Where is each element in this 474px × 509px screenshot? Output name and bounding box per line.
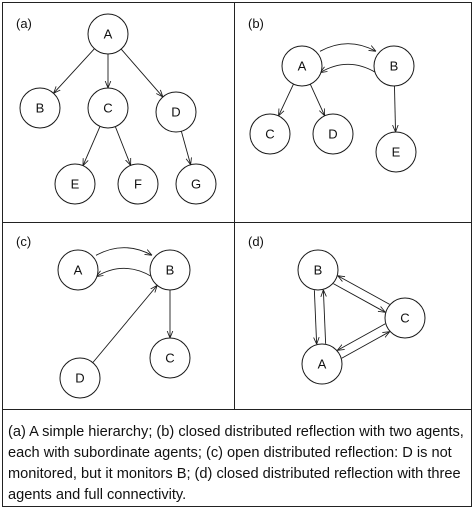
node-d-a: A <box>301 343 343 385</box>
node-circle <box>175 163 217 205</box>
node-circle <box>155 91 197 133</box>
panel-label-c: (c) <box>16 234 31 249</box>
node-circle <box>249 113 291 155</box>
node-label: C <box>103 101 112 116</box>
node-label: A <box>298 59 307 74</box>
node-circle <box>59 357 101 399</box>
panel-label-b: (b) <box>248 16 264 31</box>
node-b-d: D <box>312 113 354 155</box>
edge-d-a-to-c <box>341 332 390 359</box>
node-label: G <box>191 177 201 192</box>
node-circle <box>19 87 61 129</box>
node-label: B <box>36 101 45 116</box>
node-b-e: E <box>375 131 417 173</box>
node-label: D <box>171 105 180 120</box>
edge-d-b-to-c <box>333 283 385 313</box>
node-b-b: B <box>373 45 415 87</box>
node-c-a: A <box>57 249 99 291</box>
node-label: B <box>314 263 323 278</box>
edge-a-d-to-g <box>180 131 190 164</box>
edge-d-b-to-a <box>314 290 316 344</box>
node-label: A <box>74 263 83 278</box>
edge-d-c-to-b <box>338 276 390 305</box>
node-label: A <box>104 27 113 42</box>
node-circle <box>87 87 129 129</box>
node-circle <box>297 249 339 291</box>
edge-b-b-to-a <box>320 63 377 72</box>
node-b-c: C <box>249 113 291 155</box>
panel-label-d: (d) <box>248 234 264 249</box>
edge-a-a-to-b <box>54 48 95 94</box>
node-circle <box>375 131 417 173</box>
node-label: A <box>318 357 327 372</box>
node-circle <box>57 249 99 291</box>
node-circle <box>54 163 96 205</box>
node-label: D <box>328 127 337 142</box>
node-c-b: B <box>149 249 191 291</box>
figure-caption: (a) A simple hierarchy; (b) closed distr… <box>8 424 464 503</box>
edge-c-a-to-b <box>95 247 152 256</box>
node-label: B <box>390 59 399 74</box>
node-a-c: C <box>87 87 129 129</box>
edge-b-a-to-b <box>319 43 376 52</box>
edge-d-c-to-a <box>337 323 386 351</box>
node-circle <box>87 13 129 55</box>
node-label: D <box>75 371 84 386</box>
node-label: E <box>71 177 80 192</box>
node-a-e: E <box>54 163 96 205</box>
edge-c-b-to-a <box>96 267 153 276</box>
edge-d-a-to-b <box>323 290 325 344</box>
node-a-f: F <box>117 163 159 205</box>
node-circle <box>281 45 323 87</box>
node-label: C <box>265 127 274 142</box>
node-circle <box>312 113 354 155</box>
node-circle <box>149 249 191 291</box>
panel-label-a: (a) <box>16 16 32 31</box>
node-a-d: D <box>155 91 197 133</box>
node-circle <box>301 343 343 385</box>
node-circle <box>117 163 159 205</box>
node-label: C <box>400 311 409 326</box>
node-circle <box>149 337 191 379</box>
node-a-b: B <box>19 87 61 129</box>
node-label: B <box>166 263 175 278</box>
edge-b-b-to-e <box>394 85 395 132</box>
node-circle <box>384 297 426 339</box>
node-b-a: A <box>281 45 323 87</box>
node-d-b: B <box>297 249 339 291</box>
node-label: E <box>392 145 401 160</box>
node-c-c: C <box>149 337 191 379</box>
node-label: C <box>165 351 174 366</box>
node-circle <box>373 45 415 87</box>
edge-a-a-to-d <box>120 48 163 97</box>
node-label: F <box>134 177 142 192</box>
edge-b-a-to-c <box>279 83 294 116</box>
edge-a-c-to-f <box>114 126 130 166</box>
edge-a-c-to-e <box>83 126 101 165</box>
node-c-d: D <box>59 357 101 399</box>
node-a-g: G <box>175 163 217 205</box>
edge-b-a-to-d <box>309 84 324 116</box>
node-d-c: C <box>384 297 426 339</box>
node-a-a: A <box>87 13 129 55</box>
edge-c-d-to-b <box>92 285 157 363</box>
